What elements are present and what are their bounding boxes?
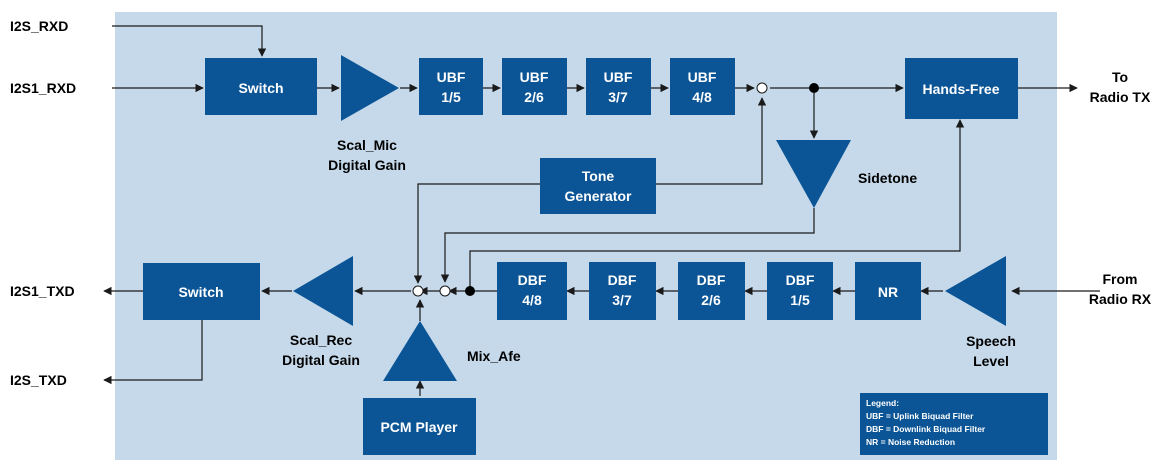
dbf-1-5-block: DBF 1/5	[767, 262, 833, 320]
ubf-4-8-block: UBF 4/8	[670, 58, 735, 115]
sidetone-summing-node	[439, 285, 451, 297]
svg-text:1/5: 1/5	[790, 292, 810, 308]
label-from: From	[1103, 271, 1138, 287]
mix-afe-gain-triangle	[383, 321, 457, 381]
label-to: To	[1112, 69, 1128, 85]
hands-free-block: Hands-Free	[905, 58, 1018, 119]
uplink-wires	[112, 25, 1078, 185]
downlink-tap-node	[465, 286, 475, 296]
legend-ubf: UBF = Uplink Biquad Filter	[866, 411, 974, 421]
legend-box: Legend: UBF = Uplink Biquad Filter DBF =…	[860, 393, 1048, 455]
noise-reduction-block: NR	[855, 262, 921, 320]
label-i2s-txd: I2S_TXD	[10, 372, 67, 388]
svg-text:3/7: 3/7	[608, 89, 628, 105]
svg-text:Switch: Switch	[178, 284, 223, 300]
label-radio-tx: Radio TX	[1090, 89, 1151, 105]
mix-summing-node	[412, 285, 424, 297]
svg-text:2/6: 2/6	[524, 89, 544, 105]
dbf-4-8-block: DBF 4/8	[497, 262, 567, 320]
svg-text:NR: NR	[878, 284, 898, 300]
svg-text:UBF: UBF	[437, 69, 466, 85]
svg-text:DBF: DBF	[697, 272, 726, 288]
dbf-2-6-block: DBF 2/6	[678, 262, 745, 320]
label-i2s1-rxd: I2S1_RXD	[10, 80, 76, 96]
label-mix-afe: Mix_Afe	[467, 348, 521, 364]
label-scal-rec-digital-gain: Digital Gain	[282, 352, 360, 368]
scal-mic-gain-triangle	[341, 55, 399, 121]
label-radio-rx: Radio RX	[1089, 291, 1152, 307]
switch-uplink-block: Switch	[205, 58, 317, 115]
switch-downlink-block: Switch	[143, 263, 260, 320]
label-speech: Speech	[966, 333, 1016, 349]
uplink-summing-node	[756, 82, 768, 94]
svg-text:Tone: Tone	[582, 168, 615, 184]
ubf-3-7-block: UBF 3/7	[586, 58, 651, 115]
svg-text:PCM Player: PCM Player	[380, 419, 458, 435]
legend-dbf: DBF = Downlink Biquad Filter	[866, 424, 986, 434]
label-level: Level	[973, 353, 1009, 369]
svg-text:Hands-Free: Hands-Free	[922, 81, 999, 97]
wire-i2s-rxd	[112, 25, 267, 57]
legend-title: Legend:	[866, 398, 899, 408]
label-sidetone: Sidetone	[858, 170, 917, 186]
legend-nr: NR = Noise Reduction	[866, 437, 955, 447]
svg-text:DBF: DBF	[518, 272, 547, 288]
speech-level-gain-triangle	[945, 256, 1006, 326]
svg-text:UBF: UBF	[604, 69, 633, 85]
signal-labels: I2S_RXD I2S1_RXD To Radio TX I2S1_TXD I2…	[10, 18, 1152, 388]
svg-text:4/8: 4/8	[692, 89, 712, 105]
scal-rec-gain-triangle	[293, 256, 353, 326]
svg-text:UBF: UBF	[520, 69, 549, 85]
svg-text:4/8: 4/8	[522, 292, 542, 308]
gain-labels: Scal_Mic Digital Gain Sidetone Scal_Rec …	[282, 137, 1016, 369]
tone-generator-block: Tone Generator	[540, 158, 656, 214]
label-scal-rec: Scal_Rec	[290, 332, 352, 348]
dbf-3-7-block: DBF 3/7	[589, 262, 656, 320]
label-scal-mic-digital-gain: Digital Gain	[328, 157, 406, 173]
svg-text:2/6: 2/6	[701, 292, 721, 308]
uplink-tap-node	[809, 83, 819, 93]
svg-text:1/5: 1/5	[441, 89, 461, 105]
svg-text:DBF: DBF	[786, 272, 815, 288]
svg-text:3/7: 3/7	[612, 292, 632, 308]
svg-text:UBF: UBF	[688, 69, 717, 85]
ubf-1-5-block: UBF 1/5	[419, 58, 483, 115]
svg-text:DBF: DBF	[608, 272, 637, 288]
ubf-2-6-block: UBF 2/6	[502, 58, 567, 115]
wire-i2s-txd	[103, 320, 203, 385]
pcm-player-block: PCM Player	[363, 398, 476, 455]
label-i2s1-txd: I2S1_TXD	[10, 283, 75, 299]
label-scal-mic: Scal_Mic	[337, 137, 397, 153]
svg-text:Generator: Generator	[565, 188, 632, 204]
label-i2s-rxd: I2S_RXD	[10, 18, 68, 34]
svg-text:Switch: Switch	[238, 80, 283, 96]
sidetone-gain-triangle	[776, 140, 851, 208]
